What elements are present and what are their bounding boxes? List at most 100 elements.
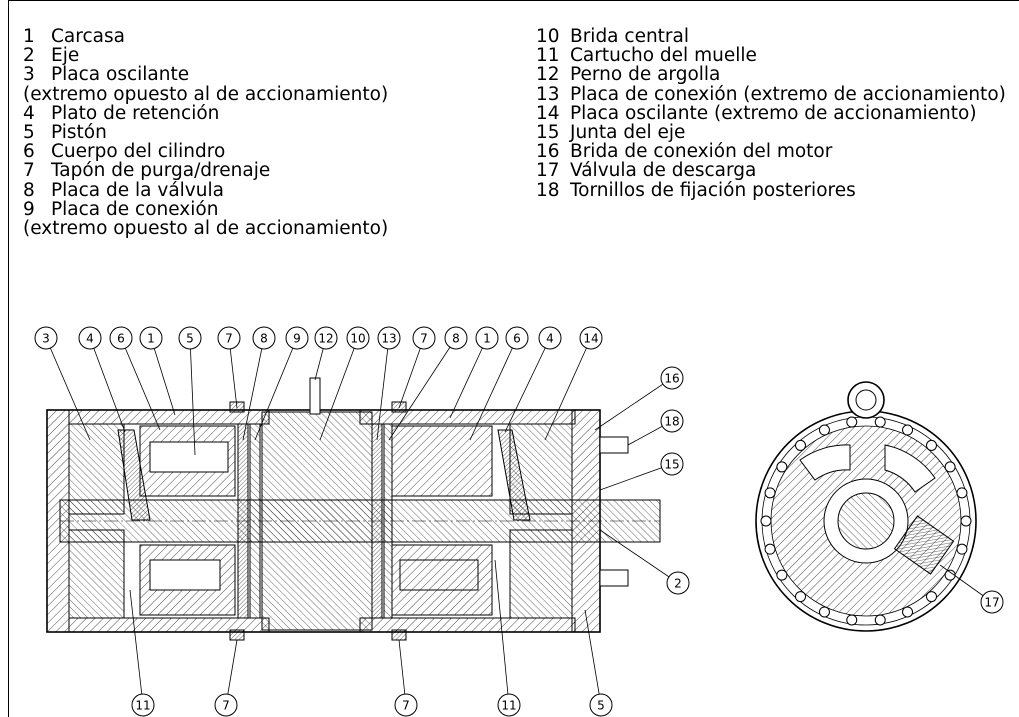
- callout-top-6: 6: [109, 326, 161, 431]
- callout-top-13: 13: [376, 326, 401, 441]
- svg-text:7: 7: [402, 699, 410, 713]
- kidney-port-left: [799, 444, 851, 481]
- bolt-hole: [846, 416, 858, 428]
- legend-text: Perno de argolla: [570, 64, 721, 86]
- svg-text:12: 12: [318, 332, 333, 346]
- callout-top-6: 6: [469, 326, 529, 441]
- svg-text:10: 10: [350, 332, 365, 346]
- callout-top-10: 10: [319, 326, 370, 441]
- drain-plug-bottom-right: [391, 629, 407, 641]
- legend-text: Cartucho del muelle: [570, 45, 757, 67]
- drawing-frame: [8, 0, 1019, 717]
- right-cylinder-top: [391, 425, 493, 497]
- relief-valve: [893, 515, 955, 575]
- kidney-port-right: [884, 444, 936, 493]
- bolt-hole: [760, 515, 772, 527]
- callout-top-5: 5: [178, 326, 202, 456]
- bolt-hole: [818, 424, 830, 436]
- callout-top-14: 14: [544, 326, 603, 441]
- bolt-hole: [956, 487, 968, 499]
- legend-text: Brida central: [570, 26, 690, 47]
- callout-bottom-7: 7: [214, 639, 238, 717]
- legend-text: Plato de retención: [51, 102, 220, 124]
- legend-number: 11: [536, 45, 560, 67]
- svg-text:14: 14: [583, 332, 598, 346]
- bolt-hole: [944, 461, 956, 473]
- svg-text:3: 3: [42, 332, 50, 346]
- legend-number: 4: [23, 102, 35, 124]
- legend-item-10: 10 Brida central: [536, 27, 1006, 46]
- callout-end-view-17: 17: [939, 564, 1004, 614]
- svg-text:11: 11: [135, 699, 150, 713]
- bolt-hole: [956, 543, 968, 555]
- legend-number: 10: [536, 26, 560, 47]
- rear-bolt-bottom: [599, 569, 629, 587]
- svg-text:1: 1: [483, 332, 491, 346]
- legend-number: 3: [23, 64, 35, 86]
- legend-continuation: (extremo opuesto al de accionamiento): [23, 83, 389, 105]
- callout-bottom-7: 7: [394, 639, 418, 717]
- callout-bottom-11: 11: [494, 559, 521, 717]
- legend-item-2: 2 Eje: [23, 46, 388, 65]
- svg-text:5: 5: [186, 332, 194, 346]
- legend-number: 2: [23, 45, 35, 67]
- callout-right-16: 16: [594, 366, 684, 431]
- end-view-bolt-circle: [760, 416, 972, 626]
- legend-text: Eje: [51, 45, 80, 67]
- bolt-hole: [764, 487, 776, 499]
- legend-text: Brida de conexión del motor: [570, 141, 833, 163]
- legend-number: 5: [23, 122, 35, 144]
- legend-number: 8: [23, 179, 35, 201]
- drain-plug-bottom-left: [229, 629, 245, 641]
- bolt-hole: [874, 416, 886, 428]
- eye-bolt-shank: [309, 377, 321, 415]
- callout-top-4: 4: [504, 326, 562, 433]
- svg-text:6: 6: [117, 332, 125, 346]
- svg-text:2: 2: [674, 577, 682, 591]
- legend-text: Tapón de purga/drenaje: [51, 160, 271, 182]
- legend-continuation: (extremo opuesto al de accionamiento): [23, 218, 389, 240]
- end-view-shaft: [837, 492, 895, 550]
- legend-text: Cuerpo del cilindro: [51, 141, 226, 163]
- svg-text:13: 13: [381, 332, 396, 346]
- legend-item-5: 5 Pistón: [23, 123, 388, 142]
- legend-item-4: 4 Plato de retención: [23, 104, 388, 123]
- callout-top-3: 3: [34, 326, 91, 441]
- bolt-hole: [902, 424, 914, 436]
- legend-text: Pistón: [51, 122, 107, 144]
- bolt-hole: [925, 439, 937, 451]
- bolt-hole: [846, 614, 858, 626]
- bolt-hole: [902, 606, 914, 618]
- legend-text: Placa oscilante: [51, 64, 190, 86]
- bolt-hole: [925, 591, 937, 603]
- legend-text: Placa de conexión: [51, 198, 219, 220]
- rear-bolt-top: [599, 436, 629, 454]
- legend-text: Carcasa: [51, 26, 125, 47]
- legend-text: Placa de conexión (extremo de accionamie…: [570, 83, 1006, 105]
- callout-top-7: 7: [217, 326, 241, 409]
- svg-text:5: 5: [597, 699, 605, 713]
- right-cylinder-bottom: [391, 544, 493, 616]
- legend-text: Válvula de descarga: [570, 160, 757, 182]
- legend-item-6: 6 Cuerpo del cilindro: [23, 142, 388, 161]
- legend-text: Placa de la válvula: [51, 179, 224, 201]
- piston-left-top: [149, 441, 229, 473]
- right-swash-bottom: [509, 529, 573, 619]
- svg-text:16: 16: [664, 372, 679, 386]
- callout-top-9: 9: [254, 326, 309, 441]
- legend-text: Placa oscilante (extremo de accionamient…: [570, 102, 977, 124]
- callout-top-1: 1: [139, 326, 176, 416]
- legend-number: 6: [23, 141, 35, 163]
- svg-text:4: 4: [86, 332, 94, 346]
- svg-text:8: 8: [452, 332, 460, 346]
- svg-text:9: 9: [293, 332, 301, 346]
- end-view: [755, 381, 977, 632]
